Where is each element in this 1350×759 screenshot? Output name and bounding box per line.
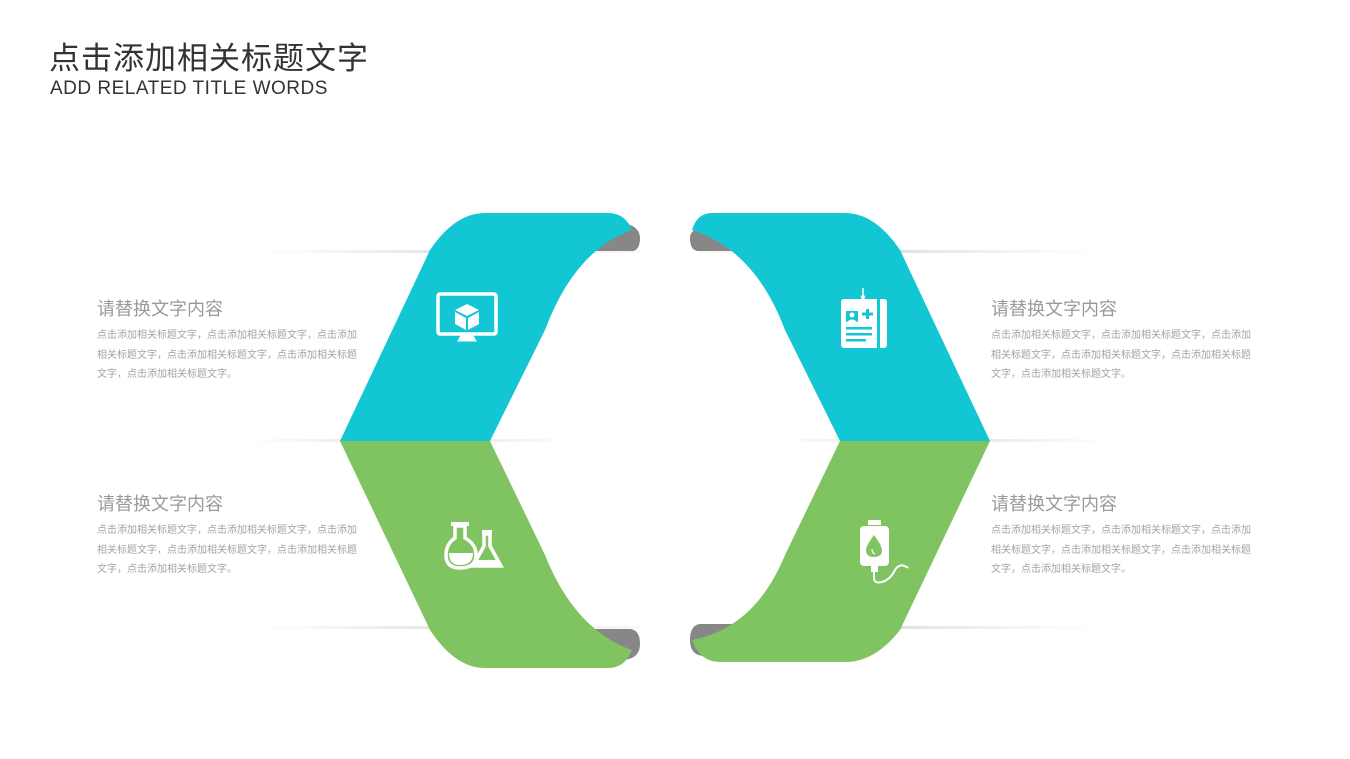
- item-body: 点击添加相关标题文字，点击添加相关标题文字，点击添加相关标题文字，点击添加相关标…: [97, 525, 357, 575]
- item-heading: 请替换文字内容: [97, 299, 223, 320]
- item-heading: 请替换文字内容: [97, 494, 223, 515]
- ribbon-right-bottom: [692, 441, 990, 662]
- text-block-top-left: 请替换文字内容 点击添加相关标题文字，点击添加相关标题文字，点击添加相关标题文字…: [97, 298, 359, 385]
- ribbon-left-top: [340, 213, 632, 441]
- guide-line-top-right: [700, 250, 1102, 253]
- id-badge-icon: [841, 288, 887, 348]
- item-body: 点击添加相关标题文字，点击添加相关标题文字，点击添加相关标题文字，点击添加相关标…: [97, 330, 357, 380]
- item-body: 点击添加相关标题文字，点击添加相关标题文字，点击添加相关标题文字，点击添加相关标…: [991, 330, 1251, 380]
- item-body: 点击添加相关标题文字，点击添加相关标题文字，点击添加相关标题文字，点击添加相关标…: [991, 525, 1251, 575]
- iv-bag-icon: [860, 520, 909, 584]
- text-block-bottom-left: 请替换文字内容 点击添加相关标题文字，点击添加相关标题文字，点击添加相关标题文字…: [97, 493, 359, 580]
- monitor-cube-icon: [436, 292, 498, 342]
- page-title: 点击添加相关标题文字: [49, 41, 369, 77]
- lab-flasks-icon: [444, 522, 504, 570]
- item-heading: 请替换文字内容: [991, 494, 1117, 515]
- text-block-top-right: 请替换文字内容 点击添加相关标题文字，点击添加相关标题文字，点击添加相关标题文字…: [991, 298, 1253, 385]
- item-heading: 请替换文字内容: [991, 299, 1117, 320]
- page-subtitle: ADD RELATED TITLE WORDS: [50, 78, 328, 99]
- ribbon-left-bottom: [340, 441, 632, 668]
- text-block-bottom-right: 请替换文字内容 点击添加相关标题文字，点击添加相关标题文字，点击添加相关标题文字…: [991, 493, 1253, 580]
